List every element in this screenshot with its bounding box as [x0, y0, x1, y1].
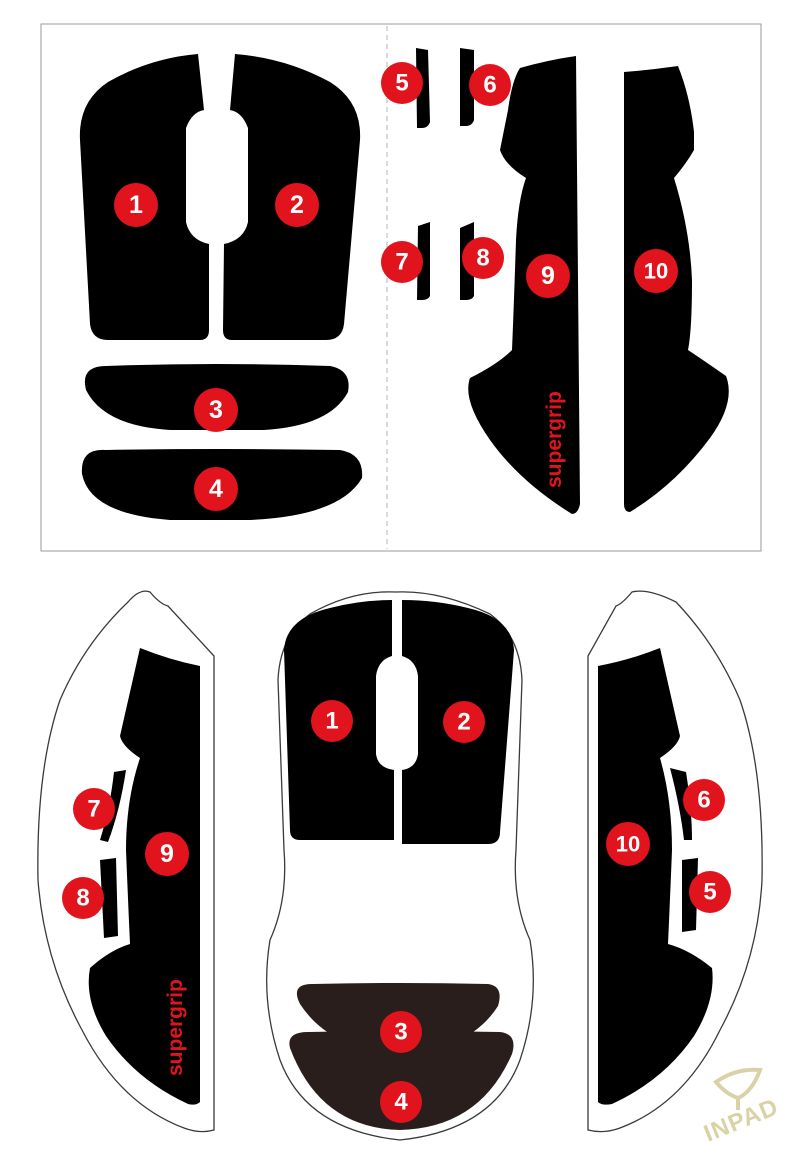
inpad-mask-icon: [713, 1067, 763, 1110]
guide-badge-3: 3: [380, 1011, 422, 1053]
guide-badge-7: 7: [73, 788, 115, 830]
guide-badge-7-label: 7: [87, 796, 100, 823]
sheet-brand-logo: supergrip: [543, 391, 566, 488]
guide-badge-10: 10: [606, 822, 650, 866]
sheet-badge-10: 10: [634, 249, 678, 293]
guide-badge-5-label: 5: [703, 879, 716, 906]
guide-badge-6: 6: [683, 779, 725, 821]
guide-badge-8: 8: [62, 877, 104, 919]
sheet-badge-4: 4: [194, 467, 238, 511]
sheet-badge-6-label: 6: [483, 72, 496, 99]
sheet-badge-9-label: 9: [541, 262, 555, 290]
guide-badge-9: 9: [145, 832, 189, 876]
sheet-badge-5-label: 5: [395, 70, 408, 97]
guide-brand-logo: supergrip: [164, 979, 187, 1076]
inpad-watermark: INPAD: [700, 1067, 782, 1148]
guide-badge-4-label: 4: [394, 1089, 408, 1116]
sheet-badge-3: 3: [194, 388, 238, 432]
sheet-badge-8-label: 8: [476, 245, 489, 272]
guide-badge-5: 5: [689, 871, 731, 913]
sheet-badge-4-label: 4: [209, 475, 223, 503]
sheet-piece-5: [416, 48, 430, 128]
sheet-badge-2: 2: [275, 183, 319, 227]
guide-badge-1: 1: [311, 700, 353, 742]
sheet-badge-5: 5: [381, 62, 423, 104]
guide-badge-4: 4: [380, 1081, 422, 1123]
sheet-badge-7: 7: [381, 241, 423, 283]
guide-badge-2-label: 2: [457, 709, 470, 736]
sheet-badge-6: 6: [469, 64, 511, 106]
sheet-badge-1-label: 1: [129, 191, 143, 219]
watermark-text: INPAD: [700, 1093, 782, 1147]
guide-piece-4: [289, 1031, 514, 1130]
sheet-badge-2-label: 2: [290, 191, 304, 219]
cut-sheet: 1 2 3 4 5 6 7 8 9 10 supergrip: [40, 23, 762, 552]
sheet-badge-7-label: 7: [395, 249, 408, 276]
sheet-piece-9: [468, 56, 580, 514]
guide-piece-9: [88, 648, 200, 1105]
sheet-piece-7: [417, 222, 430, 300]
sheet-badge-10-label: 10: [644, 259, 668, 284]
guide-badge-9-label: 9: [160, 840, 174, 868]
sheet-badge-3-label: 3: [209, 396, 223, 424]
guide-piece-8: [100, 858, 118, 938]
sheet-badge-8: 8: [462, 237, 504, 279]
guide-badge-6-label: 6: [697, 787, 710, 814]
application-guide: 1 2 3 4 5 6 7 8 9 10 supergrip: [37, 590, 763, 1141]
guide-badge-8-label: 8: [76, 885, 89, 912]
guide-badge-2: 2: [443, 701, 485, 743]
sheet-badge-9: 9: [526, 254, 570, 298]
guide-badge-3-label: 3: [394, 1019, 407, 1046]
guide-piece-10: [598, 648, 713, 1105]
sheet-piece-6: [460, 48, 474, 126]
guide-badge-10-label: 10: [616, 832, 640, 857]
guide-piece-6: [670, 768, 692, 840]
sheet-badge-1: 1: [114, 183, 158, 227]
sheet-piece-10: [624, 66, 729, 512]
guide-badge-1-label: 1: [325, 708, 338, 735]
